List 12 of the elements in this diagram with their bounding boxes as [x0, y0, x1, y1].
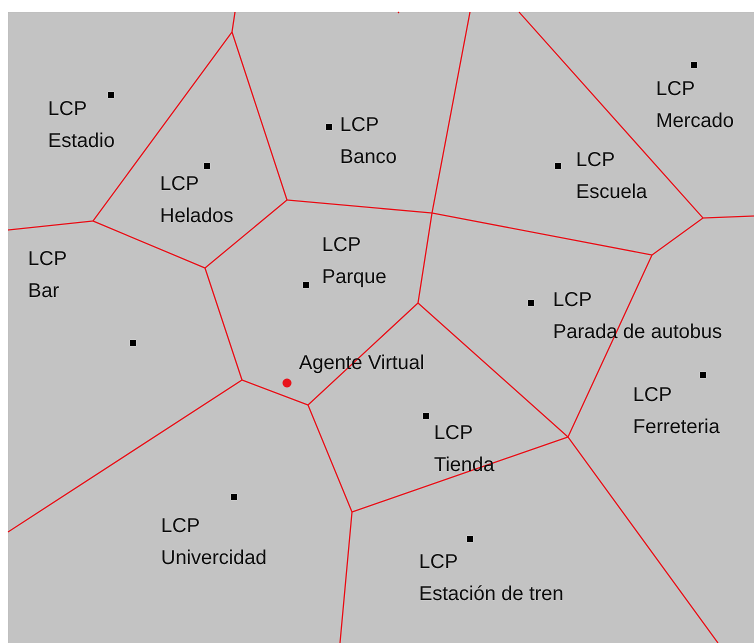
place-label: LCP Escuela: [576, 148, 648, 205]
place-label: LCP Parada de autobus: [553, 288, 722, 345]
place-label: LCP Parque: [322, 233, 386, 290]
place-label: LCP Bar: [28, 247, 67, 304]
place-label: LCP Estación de tren: [419, 550, 564, 607]
place-label: LCP Mercado: [656, 77, 734, 134]
place-label: LCP Helados: [160, 172, 234, 229]
place-label: LCP Banco: [340, 113, 397, 170]
place-label: LCP Ferreteria: [633, 383, 720, 440]
place-label: LCP Estadio: [48, 97, 115, 154]
place-label: LCP Univercidad: [161, 514, 267, 571]
place-label: LCP Tienda: [434, 421, 494, 478]
